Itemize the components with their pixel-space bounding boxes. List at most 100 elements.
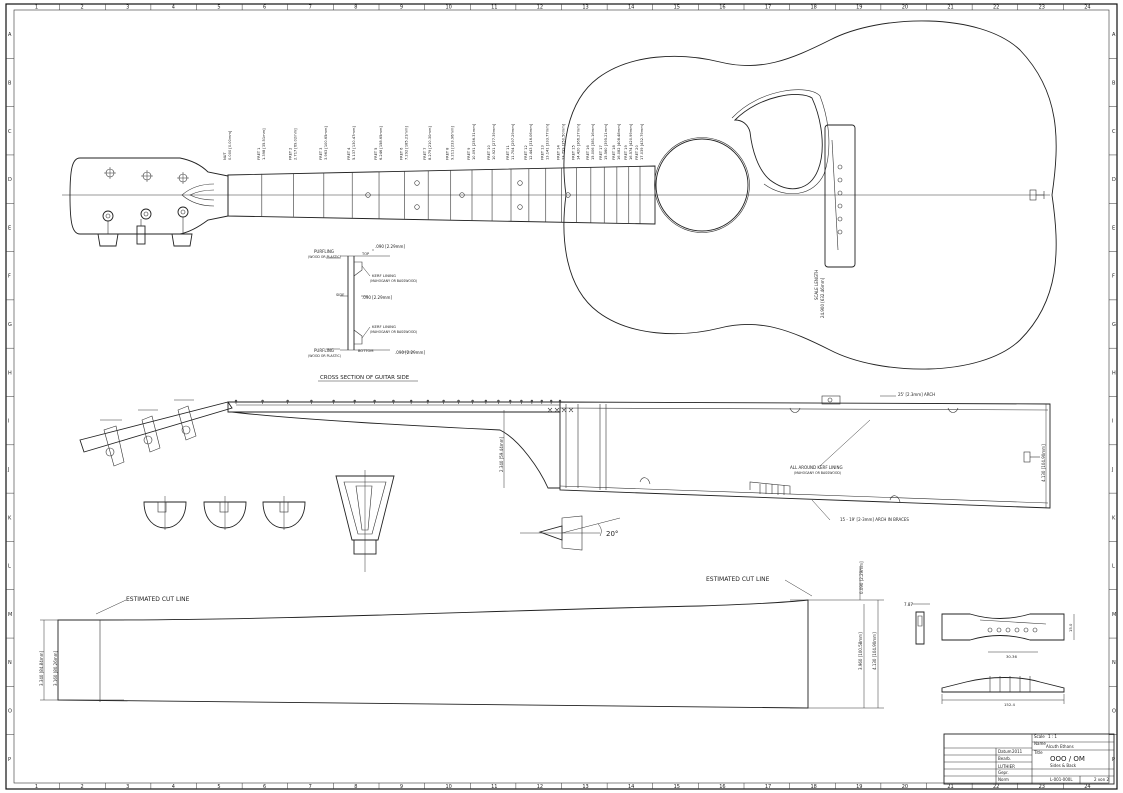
- fret-dimension: 11.704 [297.29mm]: [511, 123, 515, 160]
- side-fret-dot: [286, 399, 289, 403]
- cs-side-label: SIDE: [336, 293, 345, 297]
- side-fret-dot: [234, 399, 238, 403]
- grid-column-label: 21: [947, 5, 953, 11]
- fret-dimension: 15.560 [395.21mm]: [604, 123, 608, 160]
- side-fret-dot: [332, 399, 335, 403]
- fret-label: FRET 15: [572, 145, 576, 160]
- grid-column-label: 3: [126, 784, 129, 790]
- tb-drawing-no: L-001-000L: [1050, 777, 1073, 782]
- side-tuners: [100, 399, 197, 467]
- tb-date: 2011: [1012, 749, 1023, 754]
- grid-column-label: 3: [126, 5, 129, 11]
- grid-column-label: 2: [80, 784, 83, 790]
- grid-column-label: 1: [35, 784, 38, 790]
- cs-kerf-bottom: KERF LINING: [372, 324, 396, 329]
- bridge-width: 30.36: [1006, 654, 1017, 659]
- grid-column-label: 6: [263, 784, 266, 790]
- side-fret-dot: [261, 399, 264, 403]
- grid-row-label: D: [8, 177, 12, 183]
- side-neck-depth: 2.340 [59.44mm]: [499, 436, 504, 472]
- cs-bottom-label: BOTTOM: [358, 349, 374, 353]
- cs-dim-bottom: .090 [2.29mm]: [395, 350, 425, 355]
- bridge-depth: 15.0: [1068, 623, 1073, 632]
- tb-norm-label: Norm: [998, 777, 1009, 782]
- soundhole-rosette: [654, 137, 750, 233]
- side-fret-dot: [530, 399, 534, 403]
- side-fret-dot: [471, 399, 474, 403]
- side-fret-dot: [457, 399, 460, 403]
- grid-row-label: O: [1112, 709, 1116, 715]
- fret-label: NUT: [223, 152, 227, 160]
- fret-dimension: 16.082 [408.48mm]: [617, 123, 621, 160]
- grid-column-label: 22: [993, 784, 999, 790]
- neck-profiles: [143, 496, 306, 530]
- fret-label: FRET 14: [557, 145, 561, 160]
- grid-row-label: I: [8, 419, 9, 425]
- grid-row-label: G: [8, 322, 12, 328]
- fret-label: FRET 18: [612, 145, 616, 160]
- fret-label: FRET 9: [467, 147, 471, 160]
- grid-column-label: 11: [491, 784, 497, 790]
- bridge-length: 152.4: [1004, 702, 1015, 707]
- tb-drawn-label: Bearb.: [998, 756, 1011, 761]
- plan-right-inner: 3.960 [100.58mm]: [858, 632, 863, 670]
- angle-detail: 20°: [520, 515, 621, 551]
- fret-label: FRET 16: [586, 145, 590, 160]
- fret-label: FRET 7: [423, 148, 427, 160]
- grid-column-label: 12: [537, 784, 543, 790]
- grid-row-label: C: [8, 129, 12, 135]
- soundhole: [655, 138, 749, 232]
- grid-column-label: 21: [947, 784, 953, 790]
- grid-column-label: 16: [719, 5, 725, 11]
- grid-column-label: 2: [80, 5, 83, 11]
- sheet-outer-border: [5, 3, 1118, 790]
- tb-author: Alcuth Ethans: [1046, 744, 1074, 749]
- fret-label: FRET 11: [506, 145, 510, 160]
- cs-dim-side: .090 [2.29mm]: [362, 295, 392, 300]
- grid-column-label: 6: [263, 5, 266, 11]
- fret-dimension: 3.963 [100.65mm]: [324, 126, 328, 160]
- grid-row-label: M: [8, 612, 12, 618]
- fret-label: FRET 12: [524, 145, 528, 160]
- fret-label: FRET 4: [347, 147, 351, 160]
- headstock: [69, 157, 229, 235]
- grid-column-label: 16: [719, 784, 725, 790]
- fret-dimension: 13.799 [350.50mm]: [562, 123, 566, 160]
- grid-row-label: A: [1112, 32, 1116, 38]
- grid-column-label: 4: [172, 784, 175, 790]
- side-fret-dot: [442, 399, 445, 403]
- fret-lines: [227, 166, 641, 224]
- heel-detail: [335, 470, 395, 572]
- fret-label: FRET 20: [635, 145, 639, 160]
- fret-dimension: 1.398 [35.51mm]: [262, 128, 266, 160]
- fret-dimension: 5.137 [130.47mm]: [352, 126, 356, 160]
- grid-row-label: I: [1112, 419, 1113, 425]
- grid-column-label: 8: [354, 784, 357, 790]
- cross-section-detail: PURFLING (WOOD OR PLASTIC) .090 [2.29mm]…: [308, 244, 425, 382]
- tuner-posts: [102, 167, 189, 222]
- fret-dimension: 10.091 [256.31mm]: [472, 123, 476, 160]
- grid-column-label: 10: [445, 5, 451, 11]
- grid-column-label: 13: [582, 784, 588, 790]
- grid-row-label: C: [1112, 129, 1116, 135]
- tb-scale-value: 1 : 1: [1048, 734, 1057, 739]
- cs-purfling-top-sub: (WOOD OR PLASTIC): [308, 255, 341, 259]
- grid-row-label: E: [8, 225, 11, 231]
- side-body-depth: 4.130 [104.90mm]: [1041, 444, 1046, 482]
- bridge-height: 7.87: [904, 602, 913, 607]
- title-block: Scale 1 : 1 Name Alcuth Ethans Title OOO…: [943, 733, 1115, 785]
- tb-company: LUTHIER: [998, 764, 1015, 769]
- grid-reference-labels: 1122334455667788991010111112121313141415…: [6, 4, 1117, 790]
- plan-right-outer: 4.130 [104.90mm]: [872, 632, 877, 670]
- side-brace-arch: 15 - 19' [2-3mm] ARCH IN BRACES: [840, 517, 909, 522]
- grid-column-label: 5: [217, 784, 220, 790]
- grid-column-label: 14: [628, 784, 634, 790]
- side-fret-dot: [392, 399, 395, 403]
- tb-subtitle: Sides & Back: [1050, 763, 1077, 768]
- grid-row-label: B: [1112, 80, 1116, 86]
- side-headstock: [79, 401, 233, 453]
- grid-column-label: 18: [810, 784, 816, 790]
- grid-column-label: 13: [582, 5, 588, 11]
